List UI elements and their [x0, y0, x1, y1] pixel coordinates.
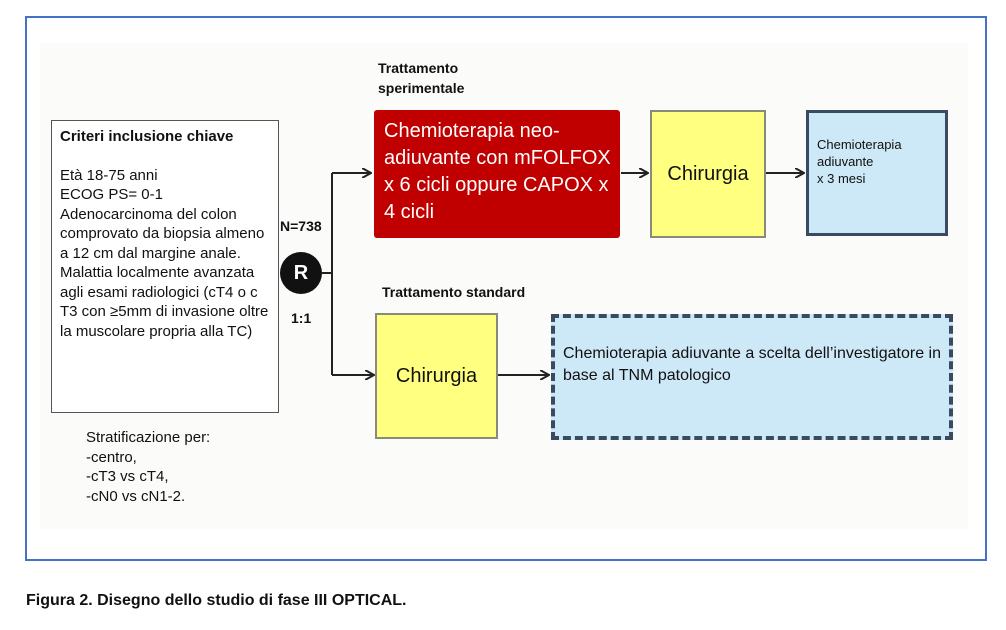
standard-surgery-box: Chirurgia: [375, 313, 498, 439]
criteria-age: Età 18-75 anni: [60, 166, 158, 184]
experimental-surgery-box: Chirurgia: [650, 110, 766, 238]
figure-caption: Figura 2. Disegno dello studio di fase I…: [26, 592, 407, 609]
standard-arm-label: Trattamento standard: [382, 284, 526, 300]
adjuvant-chemo-line: x 3 mesi: [817, 171, 866, 186]
stratification-item: -centro,: [86, 448, 137, 466]
randomization-circle: R: [280, 252, 322, 294]
neoadjuvant-chemo-box: Chemioterapia neo-adiuvante con mFOLFOX …: [374, 110, 620, 238]
criteria-advanced-disease: Malattia localmente avanzata agli esami …: [60, 264, 269, 340]
stratification-title: Stratificazione per:: [86, 429, 211, 446]
adjuvant-chemo-line: Chemioterapia: [817, 137, 902, 152]
sample-size-label: N=738: [280, 218, 322, 234]
figure-frame: [25, 16, 987, 561]
stratification-block: Stratificazione per: -centro, -cT3 vs cT…: [86, 428, 286, 506]
inclusion-criteria-box: Criteri inclusione chiave Età 18-75 anni…: [51, 120, 279, 413]
randomization-ratio: 1:1: [291, 310, 312, 326]
inclusion-criteria-title: Criteri inclusione chiave: [60, 128, 234, 145]
criteria-adenocarcinoma: Adenocarcinoma del colon comprovato da b…: [60, 205, 265, 262]
experimental-arm-label-line: sperimentale: [378, 80, 465, 96]
adjuvant-chemo-box: Chemioterapia adiuvante x 3 mesi: [806, 110, 948, 236]
experimental-arm-label: Trattamento sperimentale: [378, 58, 464, 98]
standard-adjuvant-box: Chemioterapia adiuvante a scelta dell’in…: [551, 314, 953, 440]
experimental-arm-label-line: Trattamento: [378, 60, 459, 76]
adjuvant-chemo-line: adiuvante: [817, 154, 874, 169]
experimental-surgery-label: Chirurgia: [667, 162, 749, 185]
stratification-item: -cN0 vs cN1-2.: [86, 487, 186, 505]
criteria-ecog: ECOG PS= 0-1: [60, 186, 163, 203]
standard-surgery-label: Chirurgia: [395, 364, 478, 387]
stratification-item: -cT3 vs cT4,: [86, 468, 169, 485]
